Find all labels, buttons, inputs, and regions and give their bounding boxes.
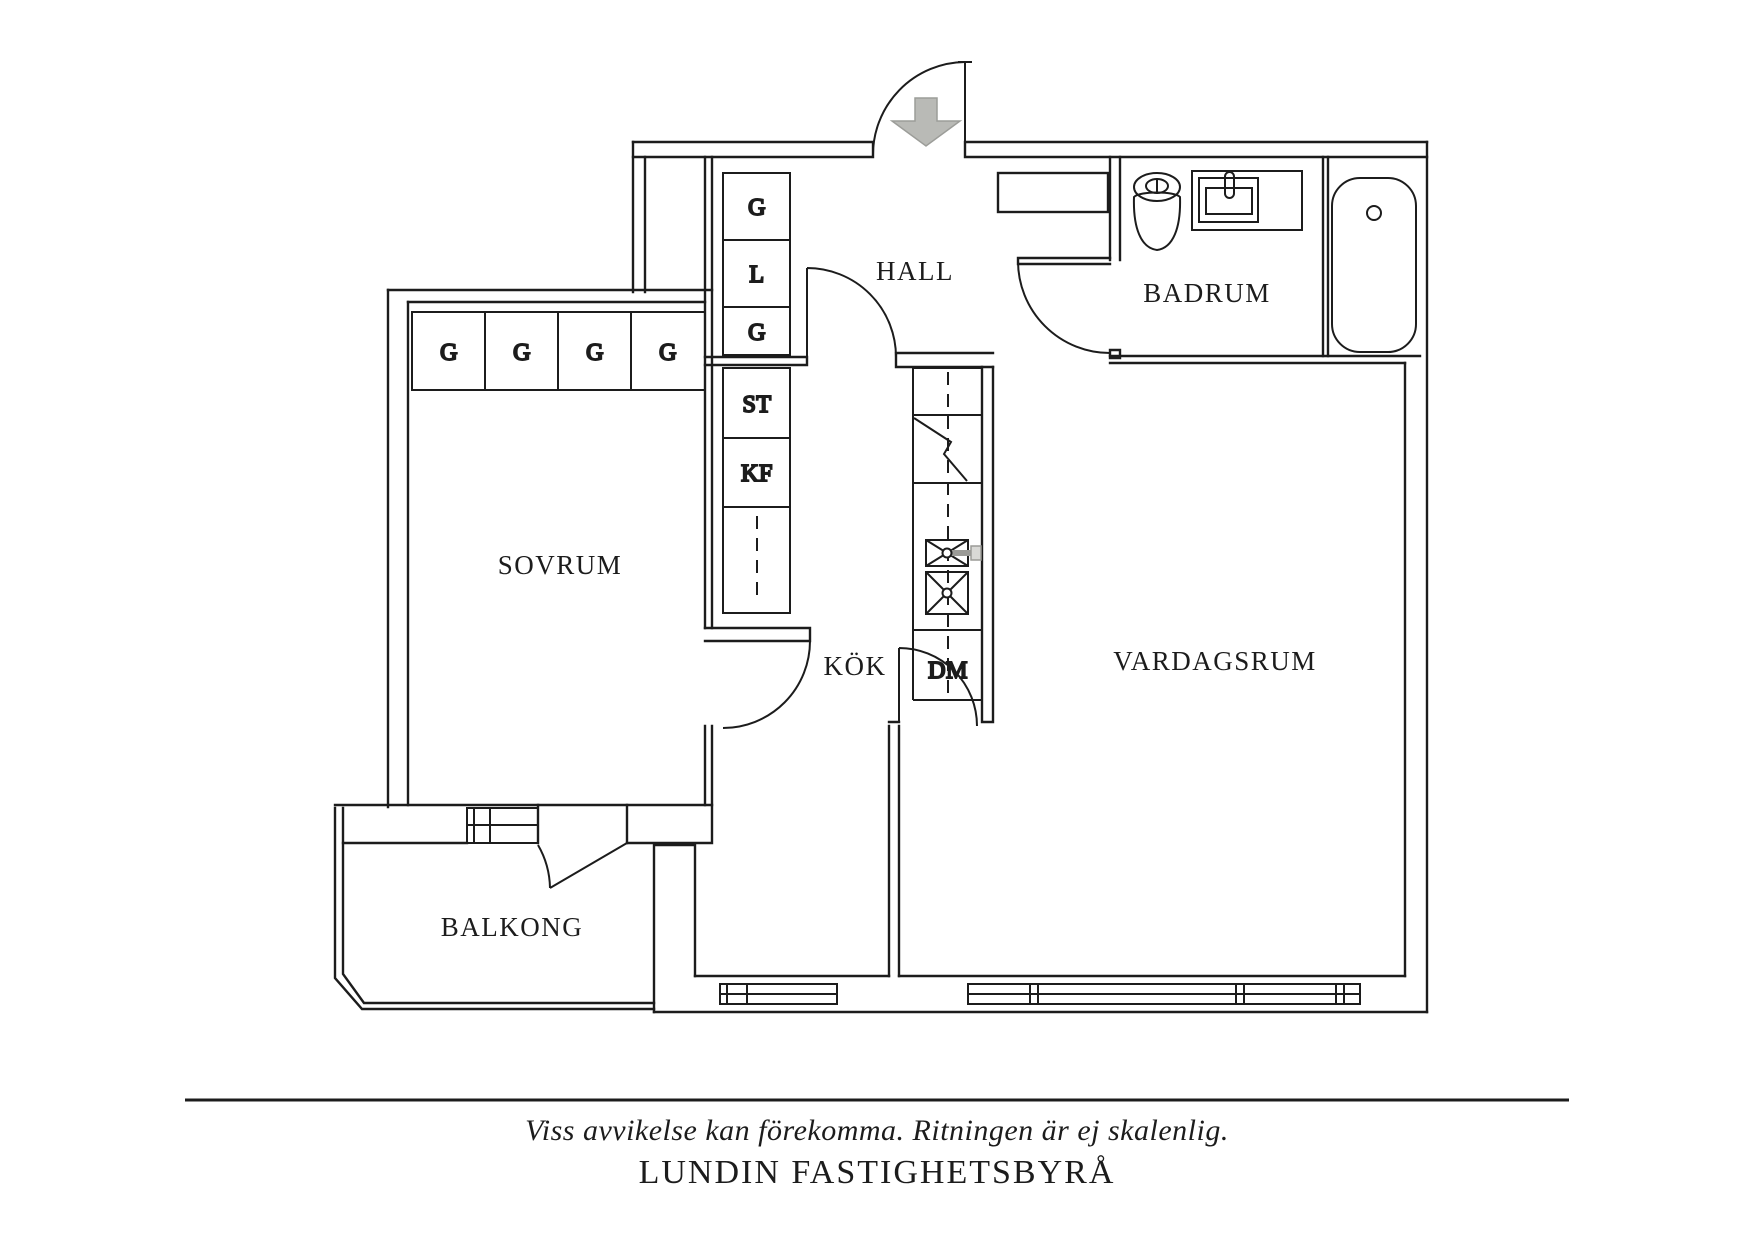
interior-walls bbox=[703, 155, 1422, 978]
balcony-railing bbox=[333, 806, 656, 1011]
entrance-door-arc-icon bbox=[871, 61, 966, 158]
kok-door-arc-icon bbox=[806, 267, 897, 358]
footer-disclaimer: Viss avvikelse kan förekomma. Ritningen … bbox=[525, 1114, 1229, 1147]
counter-break-icon bbox=[913, 417, 968, 482]
footer: Viss avvikelse kan förekomma. Ritningen … bbox=[185, 1098, 1569, 1191]
room-label-badrum: BADRUM bbox=[1143, 278, 1271, 308]
balcony-door-icon bbox=[537, 842, 628, 889]
sovrum-closet-row: G G G G bbox=[411, 311, 706, 391]
entrance-arrow-icon bbox=[889, 97, 963, 147]
badrum-door-arc-icon bbox=[1017, 260, 1111, 354]
bathroom-fixtures bbox=[1132, 170, 1417, 353]
closet-label: G bbox=[659, 340, 677, 366]
entry-wall-box bbox=[996, 171, 1110, 214]
kitchen-counter: DM bbox=[912, 367, 982, 701]
dishwasher-label: DM bbox=[928, 658, 968, 684]
kitchen-sink-icon bbox=[925, 539, 982, 567]
window-icon bbox=[466, 807, 539, 844]
hall-closet-column: G L G ST KF bbox=[722, 172, 791, 614]
room-label-kok: KÖK bbox=[824, 651, 887, 681]
window-icon bbox=[719, 983, 838, 1005]
closet-cell bbox=[722, 306, 791, 356]
room-label-vardagsrum: VARDAGSRUM bbox=[1113, 646, 1317, 676]
closet-label: ST bbox=[742, 392, 771, 418]
room-label-hall: HALL bbox=[876, 256, 954, 286]
sovrum-door-arc-icon bbox=[722, 640, 811, 729]
exterior-walls bbox=[631, 140, 1429, 1014]
closet-label: G bbox=[748, 320, 766, 346]
entrance bbox=[871, 61, 972, 158]
closet-label: KF bbox=[741, 461, 773, 487]
closet-label: G bbox=[748, 195, 766, 221]
doors bbox=[537, 260, 1111, 889]
room-labels: HALL BADRUM SOVRUM KÖK VARDAGSRUM BALKON… bbox=[441, 256, 1317, 942]
closet-label: L bbox=[749, 262, 764, 288]
footer-brand: LUNDIN FASTIGHETSBYRÅ bbox=[639, 1154, 1116, 1191]
room-label-sovrum: SOVRUM bbox=[498, 550, 623, 580]
stove-icon bbox=[925, 571, 969, 615]
closet-cell bbox=[722, 506, 791, 614]
closet-label: G bbox=[513, 340, 531, 366]
closet-label: G bbox=[586, 340, 604, 366]
closet-label: G bbox=[440, 340, 458, 366]
windows bbox=[466, 807, 1361, 1005]
bathroom-sink-icon bbox=[1191, 170, 1303, 231]
bathtub-icon bbox=[1331, 177, 1417, 353]
toilet-icon bbox=[1132, 172, 1182, 252]
vardagsrum-door-arc-icon bbox=[898, 647, 978, 727]
window-icon bbox=[967, 983, 1361, 1005]
room-label-balkong: BALKONG bbox=[441, 912, 584, 942]
